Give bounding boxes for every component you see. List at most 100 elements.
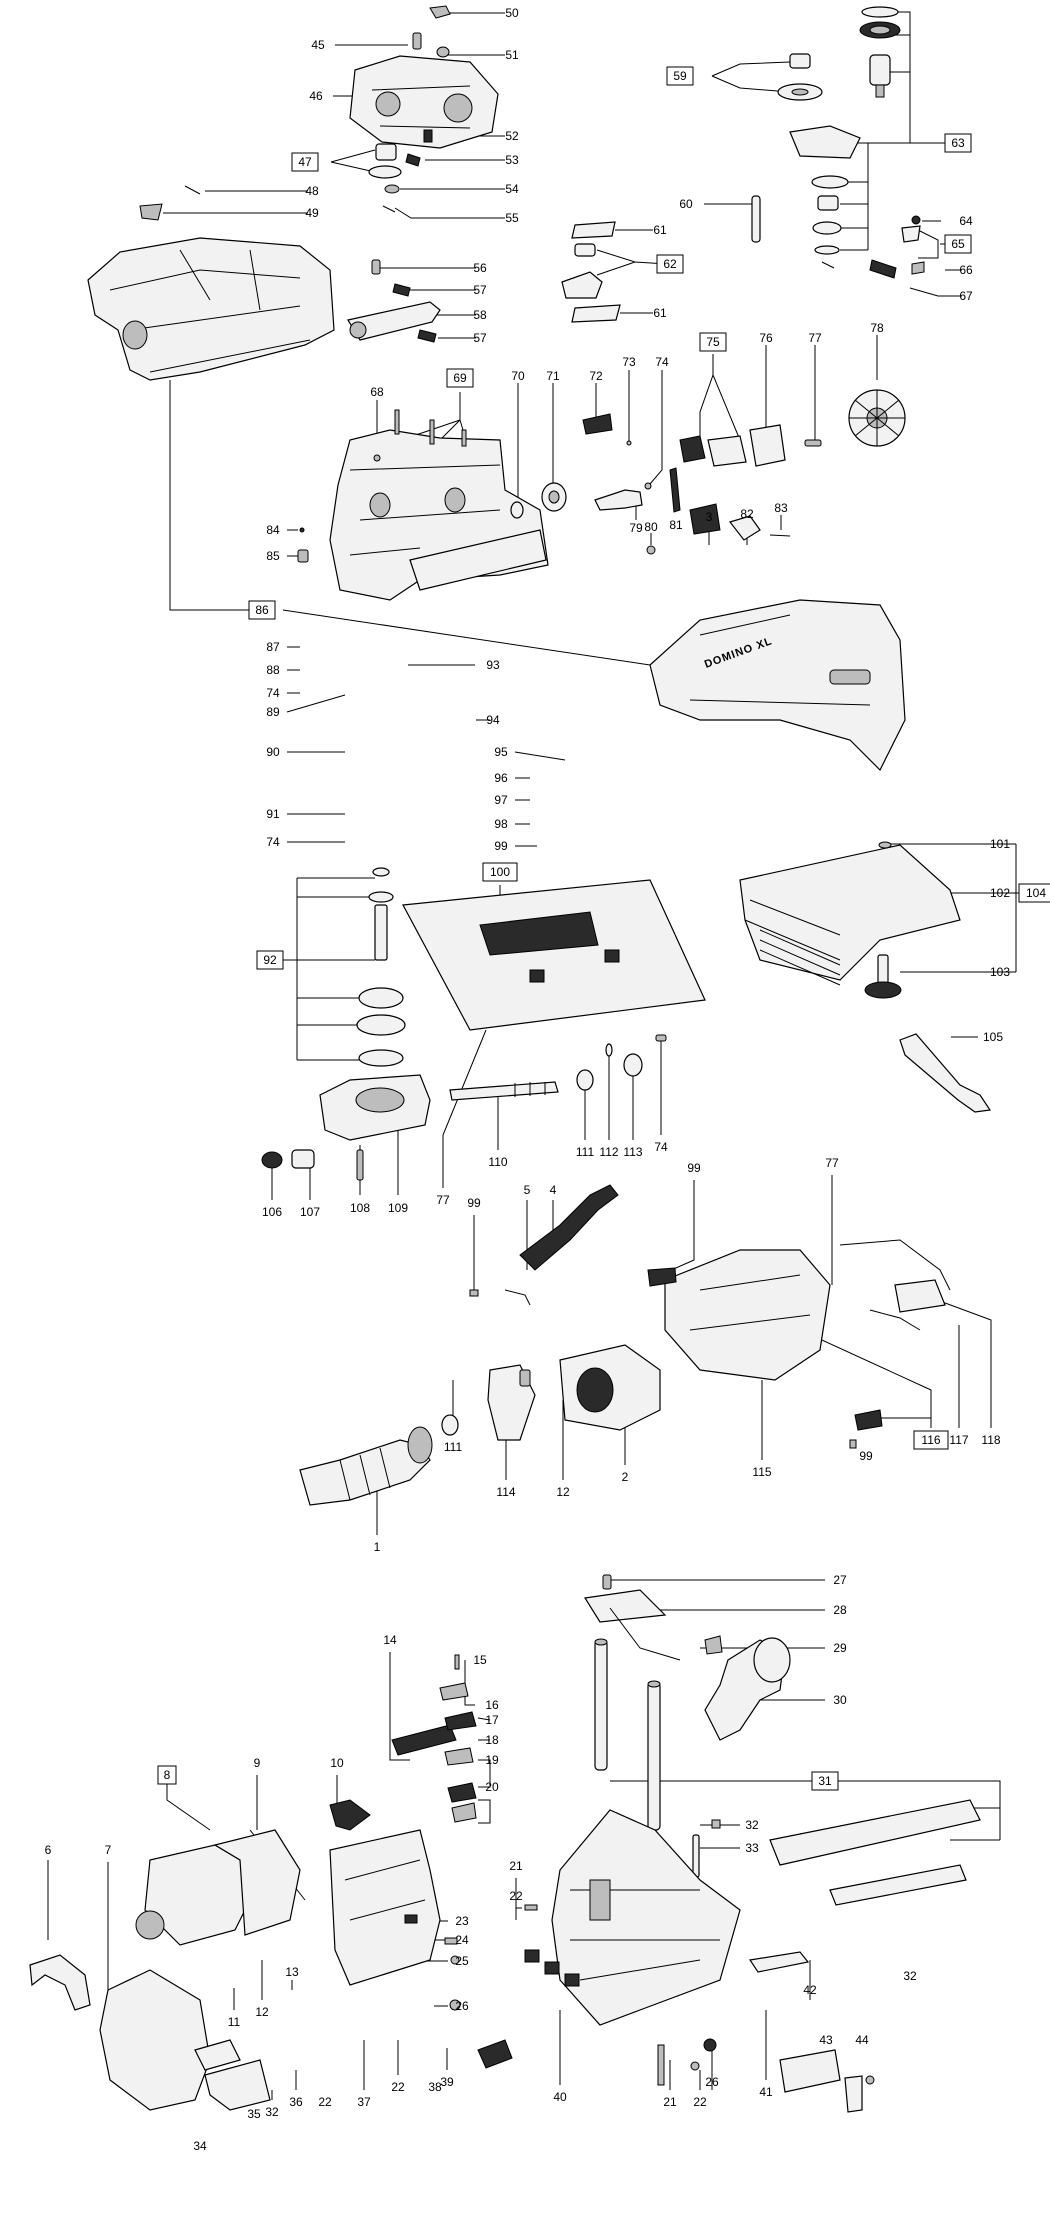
callout-c74d: 74 [654,1140,668,1154]
callout-c76: 76 [759,331,773,345]
callout-c57a: 57 [473,283,487,297]
callout-c10: 10 [330,1756,344,1770]
callout-c21b: 21 [663,2095,677,2109]
callout-c100: 100 [490,865,510,879]
callout-c43: 43 [819,2033,833,2047]
callout-c34: 34 [193,2139,207,2153]
callout-c3: 3 [706,510,713,524]
callout-box-c92 [256,950,284,970]
callout-c17: 17 [485,1713,499,1727]
callout-c44: 44 [855,2033,869,2047]
callout-c6: 6 [45,1843,52,1857]
callout-c27: 27 [833,1573,847,1587]
callout-c111a: 111 [576,1145,595,1159]
callout-box-c31 [811,1771,839,1791]
callout-c88: 88 [266,663,280,677]
callout-c116: 116 [921,1433,940,1447]
callout-c25: 25 [455,1954,469,1968]
callout-c41: 41 [759,2085,773,2099]
callout-box-c75 [699,332,727,352]
callout-c40: 40 [553,2090,567,2104]
callout-box-c65 [944,234,972,254]
callout-c46: 46 [309,89,323,103]
callout-c105: 105 [983,1030,1003,1044]
callout-c114: 114 [496,1485,515,1499]
callout-box-c47 [291,152,319,172]
callout-c61b: 61 [653,306,667,320]
callout-c99d: 99 [859,1449,873,1463]
callout-c110: 110 [488,1155,507,1169]
callout-c93: 93 [486,658,500,672]
parts-middle [261,841,992,1506]
callout-c91: 91 [266,807,280,821]
callout-box-c104 [1018,883,1050,903]
callout-c86: 86 [255,603,269,617]
callout-c104: 104 [1026,886,1046,900]
callout-c32c: 32 [903,1969,917,1983]
callout-c87: 87 [266,640,280,654]
callout-c18: 18 [485,1733,499,1747]
callout-c53: 53 [505,153,519,167]
callout-c2: 2 [622,1470,629,1484]
callout-c22b: 22 [318,2095,332,2109]
callout-c65: 65 [951,237,965,251]
callout-c29: 29 [833,1641,847,1655]
callout-c74b: 74 [266,686,280,700]
callout-c62: 62 [663,257,677,271]
callout-box-c69 [446,368,474,388]
callout-c11: 11 [228,2015,241,2029]
callout-c52: 52 [505,129,519,143]
callout-c26b: 26 [705,2075,719,2089]
callout-c36: 36 [289,2095,303,2109]
callout-c45: 45 [311,38,325,52]
leader-lines-top [163,11,962,847]
callout-c24: 24 [455,1933,469,1947]
callout-c79: 79 [629,521,643,535]
callout-c102: 102 [990,886,1010,900]
callout-c115: 115 [752,1465,771,1479]
callout-c22c: 22 [391,2080,405,2094]
callout-c51: 51 [505,48,519,62]
callout-c7: 7 [105,1843,112,1857]
callout-c20: 20 [485,1780,499,1794]
callout-c99a: 99 [494,839,508,853]
callout-box-c59 [666,66,694,86]
callout-c37: 37 [357,2095,371,2109]
callout-c21a: 21 [509,1859,523,1873]
callout-c23: 23 [455,1914,469,1928]
callout-c30: 30 [833,1693,847,1707]
callout-c80: 80 [644,520,658,534]
callout-c99c: 99 [687,1161,701,1175]
callout-c49: 49 [305,206,319,220]
callout-c106: 106 [262,1205,282,1219]
callout-c113: 113 [623,1145,642,1159]
callout-c103: 103 [990,965,1010,979]
callout-box-c8 [157,1765,177,1785]
callout-c12a: 12 [556,1485,570,1499]
callout-c55: 55 [505,211,519,225]
callout-c60: 60 [679,197,693,211]
callout-c77a: 77 [808,331,822,345]
leader-lines-bottom [47,1579,1001,2102]
callout-c99b: 99 [467,1196,481,1210]
callout-c32b: 32 [265,2105,279,2119]
callout-c32a: 32 [745,1818,759,1832]
callout-c22d: 22 [693,2095,707,2109]
callout-c98: 98 [494,817,508,831]
callout-c89: 89 [266,705,280,719]
callout-c47: 47 [298,155,312,169]
callout-c111b: 111 [444,1440,463,1454]
callout-c57b: 57 [473,331,487,345]
callout-c101: 101 [990,837,1010,851]
callout-c85: 85 [266,549,280,563]
callout-c28: 28 [833,1603,847,1617]
parts-bottom [29,1574,981,2113]
callout-c68: 68 [370,385,384,399]
callout-c48: 48 [305,184,319,198]
callout-c75: 75 [706,335,720,349]
callout-c4: 4 [550,1183,557,1197]
callout-c97: 97 [494,793,508,807]
callout-c107: 107 [300,1205,320,1219]
callout-box-c63 [944,133,972,153]
callout-c82: 82 [740,507,754,521]
